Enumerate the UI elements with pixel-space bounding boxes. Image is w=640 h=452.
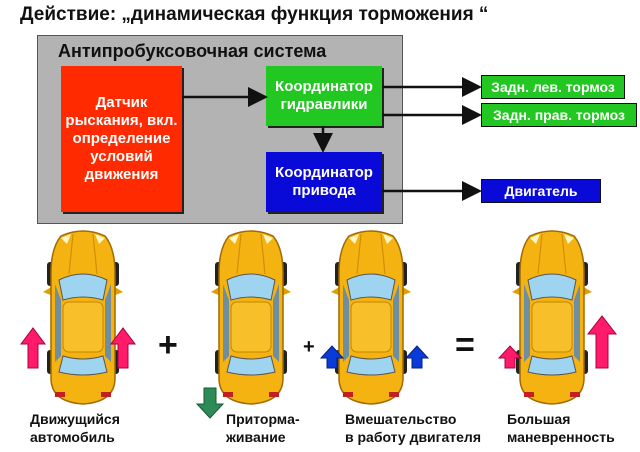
caption-agility: Большая маневренность [507,411,615,446]
equals-operator: = [455,326,475,364]
yaw-sensor-box: Датчик рыскания, вкл. определение услови… [61,66,182,212]
rear-left-brake-box: Задн. лев. тормоз [481,75,625,99]
car-braking [210,230,292,405]
blue-arrow-icon [319,345,345,369]
green-down-arrow-icon [195,387,225,419]
drive-coordinator-label: Координатор привода [275,164,373,199]
rear-right-brake-box: Задн. прав. тормоз [481,103,637,127]
pink-arrow-icon [586,315,618,369]
hydraulics-coordinator-label: Координатор гидравлики [275,78,373,113]
car-agility [511,230,593,405]
caption-line: Движущийся [30,411,120,427]
caption-line: Вмешательство [345,411,457,427]
caption-engine-intervention: Вмешательство в работу двигателя [345,411,481,446]
pink-arrow-icon [497,345,523,369]
caption-moving-car: Движущийся автомобиль [30,411,120,446]
pink-arrow-icon [110,327,136,369]
caption-braking: Притормa- живание [226,411,300,446]
pink-arrow-icon [20,327,46,369]
plus-operator: + [303,336,315,358]
plus-operator: + [158,326,178,364]
caption-line: Большая [507,411,571,427]
car-engine-intervention [330,230,412,405]
engine-label: Двигатель [504,183,578,199]
caption-line: живание [226,428,286,445]
engine-box: Двигатель [481,179,601,203]
panel-title: Антипробуксовочная система [58,41,327,61]
caption-line: автомобиль [30,428,115,445]
rear-left-brake-label: Задн. лев. тормоз [491,79,615,95]
caption-line: в работу двигателя [345,428,481,445]
page-title: Действие: „динамическая функция торможен… [20,4,489,25]
car-moving [42,230,124,405]
caption-line: Притормa- [226,411,300,427]
drive-coordinator-box: Координатор привода [266,152,382,212]
caption-line: маневренность [507,428,615,445]
blue-arrow-icon [404,345,430,369]
yaw-sensor-label: Датчик рыскания, вкл. определение услови… [65,94,178,183]
hydraulics-coordinator-box: Координатор гидравлики [266,66,382,126]
rear-right-brake-label: Задн. прав. тормоз [493,107,625,123]
